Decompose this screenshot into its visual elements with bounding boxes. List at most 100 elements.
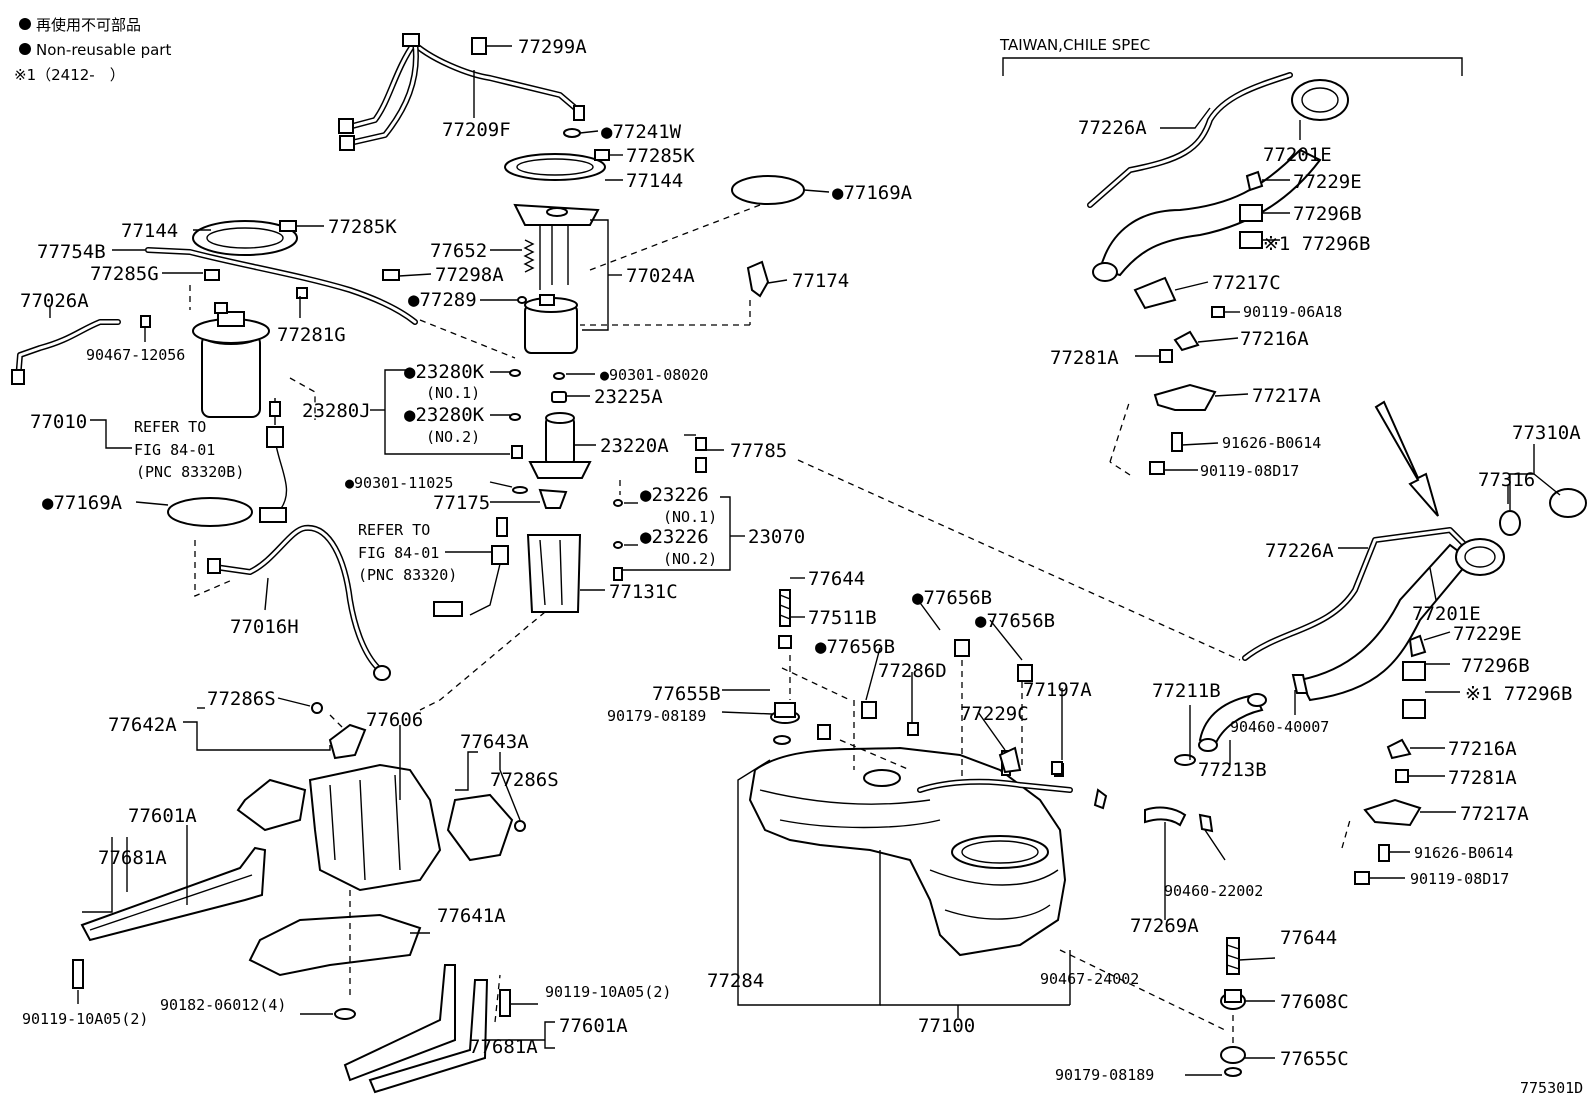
label-77281a-bot: 77281A — [1448, 767, 1517, 789]
label-90119-08d17-top: 90119-08D17 — [1200, 462, 1299, 480]
label-77299a: 77299A — [518, 36, 587, 58]
label-90467-12056: 90467-12056 — [86, 346, 185, 364]
label-77601a-top: 77601A — [128, 805, 197, 827]
label-77217a-bot: 77217A — [1460, 803, 1529, 825]
label-77785: 77785 — [730, 440, 787, 462]
hose-77016h — [207, 524, 391, 681]
label-77285g: 77285G — [90, 263, 159, 285]
label-77511b: 77511B — [808, 607, 877, 629]
label-77169a-top: ●77169A — [832, 182, 913, 204]
label-77229e-top: 77229E — [1293, 171, 1362, 193]
label-91626-b0614-bot: 91626-B0614 — [1414, 844, 1513, 862]
label-23220a: 23220A — [600, 435, 669, 457]
non-reusable-dot-icon — [19, 18, 31, 30]
filler-pipe-standard — [1242, 488, 1587, 885]
label-77656b-2: ●77656B — [975, 610, 1055, 632]
label-refer1-c: (PNC 83320B) — [136, 463, 244, 481]
label-91626-b0614-top: 91626-B0614 — [1222, 434, 1321, 452]
label-77644-top: 77644 — [808, 568, 865, 590]
label-77642a: 77642A — [108, 714, 177, 736]
label-77016h: 77016H — [230, 616, 299, 638]
label-77197a: 77197A — [1023, 679, 1092, 701]
gasket-ring-top — [731, 175, 805, 205]
label-77024a: 77024A — [626, 265, 695, 287]
label-23226-2: ●23226 — [640, 526, 709, 548]
label-77201e-bot: 77201E — [1412, 603, 1481, 625]
label-77289: ●77289 — [408, 289, 477, 311]
legend: 再使用不可部品 Non-reusable part ※1（2412- ） — [14, 16, 171, 84]
label-refer2-c: (PNC 83320) — [358, 566, 457, 584]
label-77174: 77174 — [792, 270, 849, 292]
label-refer1-b: FIG 84-01 — [134, 441, 215, 459]
legend-note1: ※1（2412- ） — [14, 66, 125, 84]
label-77131c: 77131C — [609, 581, 678, 603]
label-90467-24002: 90467-24002 — [1040, 970, 1139, 988]
label-77169a-left: ●77169A — [42, 492, 123, 514]
label-77310a: 77310A — [1512, 422, 1581, 444]
label-77296b-4: ※1 77296B — [1465, 683, 1572, 705]
label-90119-10a05-b: 90119-10A05(2) — [22, 1010, 148, 1028]
label-90301-08020: ●90301-08020 — [600, 366, 708, 384]
label-23280k-1: ●23280K — [404, 361, 485, 383]
label-77201e-top: 77201E — [1263, 144, 1332, 166]
label-90119-08d17-bot: 90119-08D17 — [1410, 870, 1509, 888]
label-77644-bot: 77644 — [1280, 927, 1337, 949]
label-no2-a: (NO.2) — [426, 428, 480, 446]
label-77656b-1: ●77656B — [912, 587, 992, 609]
label-refer2-b: FIG 84-01 — [358, 544, 439, 562]
label-77217c: 77217C — [1212, 272, 1281, 294]
label-77286s-right: 77286S — [490, 769, 559, 791]
protectors — [236, 702, 526, 977]
bracket-77174 — [746, 260, 770, 298]
label-90460-22002: 90460-22002 — [1164, 882, 1263, 900]
label-77269a: 77269A — [1130, 915, 1199, 937]
label-77216a-bot: 77216A — [1448, 738, 1517, 760]
part-labels: 77299A 77209F ●77241W 77285K 77144 ●7716… — [20, 36, 1581, 1084]
label-23070: 23070 — [748, 526, 805, 548]
label-77286d: 77286D — [878, 660, 947, 682]
label-77281g: 77281G — [277, 324, 346, 346]
label-no1-b: (NO.1) — [663, 508, 717, 526]
label-77026a: 77026A — [20, 290, 89, 312]
label-77217a-top: 77217A — [1252, 385, 1321, 407]
label-77213b: 77213B — [1198, 759, 1267, 781]
label-77601a-bot: 77601A — [559, 1015, 628, 1037]
gasket-ring-left — [167, 497, 253, 527]
label-90460-40007: 90460-40007 — [1230, 718, 1329, 736]
label-no1-a: (NO.1) — [426, 384, 480, 402]
legend-en: Non-reusable part — [36, 41, 171, 59]
label-90119-06a18: 90119-06A18 — [1243, 303, 1342, 321]
label-90301-11025: ●90301-11025 — [345, 474, 453, 492]
label-77285k-left: 77285K — [328, 216, 397, 238]
leader-lines — [49, 45, 1561, 1076]
label-77175: 77175 — [433, 492, 490, 514]
fuel-tank — [748, 746, 1108, 957]
label-90119-10a05-a: 90119-10A05(2) — [545, 983, 671, 1001]
label-77281a-top: 77281A — [1050, 347, 1119, 369]
label-77298a: 77298A — [435, 264, 504, 286]
fuel-filter — [11, 220, 418, 523]
label-77229e-bot: 77229E — [1453, 623, 1522, 645]
label-77655c: 77655C — [1280, 1048, 1349, 1070]
tank-top-parts — [770, 589, 1063, 775]
label-no2-b: (NO.2) — [663, 550, 717, 568]
label-77144-top: 77144 — [626, 170, 683, 192]
label-90182-06012: 90182-06012(4) — [160, 996, 286, 1014]
fuel-pump-assembly — [433, 128, 707, 617]
label-77641a: 77641A — [437, 905, 506, 927]
label-23280k-2: ●23280K — [404, 404, 485, 426]
label-77296b-2: ※1 77296B — [1263, 233, 1370, 255]
label-77284: 77284 — [707, 970, 764, 992]
label-23226-1: ●23226 — [640, 484, 709, 506]
label-refer1-a: REFER TO — [134, 418, 206, 436]
figure-id: 775301D — [1520, 1079, 1583, 1097]
label-77144-left: 77144 — [121, 220, 178, 242]
label-77216a-top: 77216A — [1240, 328, 1309, 350]
label-77229c: 77229C — [960, 703, 1029, 725]
label-77608c: 77608C — [1280, 991, 1349, 1013]
spec-bracket: TAIWAN,CHILE SPEC — [999, 36, 1463, 76]
label-77010: 77010 — [30, 411, 87, 433]
label-77681a-top: 77681A — [98, 847, 167, 869]
label-77655b: 77655B — [652, 683, 721, 705]
